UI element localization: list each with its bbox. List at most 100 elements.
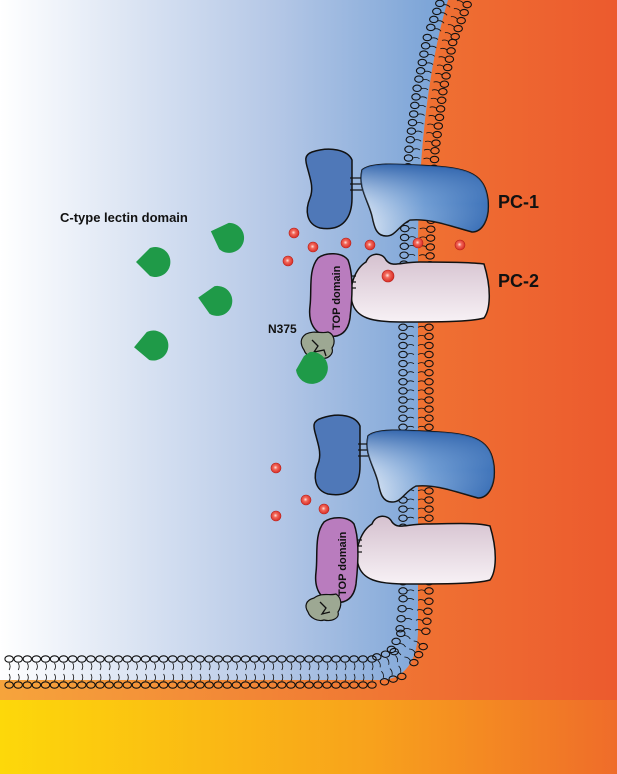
lipid-tail	[126, 673, 129, 682]
lipid-head	[340, 655, 350, 663]
lipid-tail	[199, 662, 202, 671]
ion-icon	[454, 239, 466, 251]
lipid-head	[406, 127, 417, 135]
lipid-head	[77, 681, 87, 689]
cytoplasm-bottom	[0, 700, 617, 774]
lipid-head	[438, 87, 448, 96]
lipid-tail	[423, 157, 431, 160]
lipid-head	[158, 655, 169, 663]
lipid-head	[422, 617, 432, 626]
lipid-tail	[386, 657, 390, 665]
ion-icon	[288, 227, 300, 239]
lipid-head	[434, 113, 445, 122]
lipid-head	[322, 681, 332, 689]
lipid-tail	[429, 106, 437, 109]
lower-complex: TOP domain	[305, 414, 496, 622]
lipid-tail	[417, 362, 426, 364]
glycan-chain	[311, 339, 327, 357]
lipid-head	[441, 72, 451, 80]
lipid-head	[421, 627, 431, 636]
lipid-head	[95, 655, 105, 663]
lipid-head	[58, 681, 69, 689]
lipid-tail	[163, 673, 165, 682]
lipid-tail	[26, 662, 29, 671]
lipid-head	[340, 681, 350, 689]
lipid-tail	[236, 673, 238, 682]
lipid-head	[420, 42, 431, 50]
lipid-tail	[145, 673, 147, 682]
lipid-head	[231, 655, 242, 663]
lipid-head	[331, 681, 341, 689]
lipid-tail	[353, 662, 356, 671]
lipid-tail	[308, 662, 311, 671]
lipid-tail	[417, 589, 426, 592]
lipid-tail	[424, 140, 433, 143]
lipid-tail	[417, 599, 426, 602]
lipid-tail	[403, 628, 412, 631]
lipid-tail	[208, 662, 211, 671]
lipid-tail	[190, 673, 193, 682]
lipid-tail	[217, 662, 220, 671]
lipid-tail	[399, 643, 406, 648]
lipid-tail	[217, 673, 220, 682]
lipid-tail	[126, 662, 129, 671]
ions	[270, 227, 466, 522]
lipid-tail	[413, 640, 421, 645]
lipid-head	[409, 658, 419, 667]
lipid-head	[433, 122, 444, 130]
lipid-tail	[181, 673, 184, 682]
ion-icon	[412, 237, 424, 249]
lipid-tail	[420, 87, 429, 91]
lipid-head	[286, 681, 296, 689]
lipid-tail	[417, 425, 426, 428]
lipid-head	[435, 0, 445, 8]
lipid-head	[417, 58, 428, 67]
lipid-head	[122, 681, 133, 689]
lipid-tail	[281, 673, 284, 682]
lectin-icon	[210, 222, 245, 253]
lipid-head	[358, 655, 368, 663]
lipid-tail	[422, 79, 430, 82]
lipid-tail	[254, 673, 256, 682]
lipid-head	[177, 655, 187, 663]
pc1-small-domain-lower	[313, 414, 361, 496]
lipid-tail	[406, 362, 415, 364]
lipid-tail	[406, 498, 415, 501]
lipid-tail	[154, 662, 156, 671]
lipid-tail	[440, 47, 448, 51]
lipid-tail	[108, 673, 111, 682]
lipid-tail	[406, 516, 415, 519]
lipid-tail	[408, 227, 416, 230]
lipid-tail	[163, 662, 165, 671]
lipid-head	[122, 655, 133, 663]
lipid-tail	[344, 662, 347, 671]
lipid-head	[95, 681, 105, 689]
lipid-head	[331, 655, 341, 663]
lipid-tail	[398, 665, 402, 673]
ion-icon	[282, 255, 294, 267]
lipid-tail	[136, 673, 138, 682]
lipid-tail	[72, 662, 75, 671]
lipid-tail	[424, 70, 432, 74]
ion-icon	[364, 239, 376, 251]
lipid-tail	[272, 673, 275, 682]
ion-icon	[381, 269, 395, 283]
lipid-head	[22, 681, 33, 689]
lipid-tail	[404, 618, 413, 621]
lipid-head	[313, 681, 323, 689]
lipid-tail	[8, 662, 11, 671]
lipid-head	[258, 655, 269, 663]
lipid-tail	[426, 62, 434, 65]
lipid-tail	[427, 123, 435, 126]
lipid-tail	[81, 673, 84, 682]
lipid-head	[304, 681, 314, 689]
lipid-head	[419, 50, 429, 58]
lectin-icon	[198, 285, 233, 316]
lipid-head	[249, 655, 260, 663]
pc1-shading-lower	[367, 430, 495, 502]
lipid-tail	[326, 662, 329, 671]
lipid-tail	[381, 670, 384, 678]
lipid-head	[177, 681, 187, 689]
lipid-head	[446, 47, 456, 55]
lipid-tail	[90, 673, 93, 682]
